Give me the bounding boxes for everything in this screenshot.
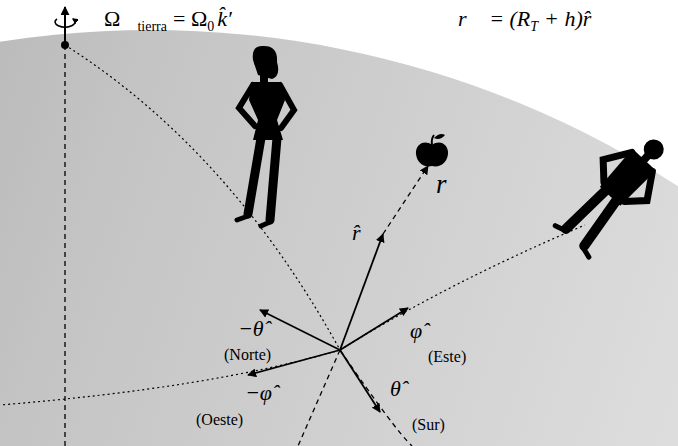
formula-part: 0 bbox=[207, 19, 214, 34]
vector-label: θ̂ bbox=[390, 376, 401, 401]
direction-label-group: (Este) bbox=[428, 342, 466, 368]
apple-icon bbox=[416, 134, 448, 166]
direction-label-group: (Norte) bbox=[224, 340, 271, 366]
vector-label-group: −θ̂ bbox=[238, 316, 264, 342]
vector-label-group: −φ̂ bbox=[245, 380, 272, 406]
formula-part: + h)r̂ bbox=[544, 6, 591, 31]
direction-label-group: (Oeste) bbox=[196, 405, 243, 431]
meridian-lower bbox=[340, 350, 412, 446]
formula-part-group: Ω⃗tierra = Ω0k̂′ bbox=[104, 6, 232, 32]
formula-part: k̂′ bbox=[217, 6, 232, 31]
direction-label: (Norte) bbox=[224, 346, 271, 363]
vector-label: −φ̂ bbox=[245, 380, 272, 405]
formula-part: r⃗ = (R bbox=[458, 6, 530, 31]
man-silhouette bbox=[548, 122, 678, 260]
formula-part: Ω⃗ bbox=[104, 6, 137, 31]
radial-dashed bbox=[298, 350, 340, 446]
minus-theta-vector bbox=[260, 310, 340, 350]
formula-part: T bbox=[530, 19, 538, 34]
vector-label: −θ̂ bbox=[238, 316, 264, 341]
vector-label: r⃗ bbox=[436, 169, 468, 199]
vector-label: φ̂ bbox=[410, 318, 422, 343]
parallel-east bbox=[340, 225, 585, 350]
formula-part-group: r⃗ = (RT + h)r̂ bbox=[458, 6, 591, 32]
parallel-west bbox=[0, 350, 340, 405]
phi-vector bbox=[340, 308, 408, 350]
meridian bbox=[65, 45, 340, 350]
direction-label: (Sur) bbox=[412, 416, 445, 433]
woman-silhouette bbox=[237, 46, 294, 226]
vector-label-group: θ̂ bbox=[390, 376, 401, 402]
r-hat-vector bbox=[340, 234, 383, 350]
direction-label-group: (Sur) bbox=[412, 410, 445, 436]
vector-label: r̂ bbox=[352, 220, 361, 245]
rotation-arrow bbox=[55, 19, 75, 27]
direction-label: (Este) bbox=[428, 348, 466, 365]
axis-dashed bbox=[64, 45, 65, 446]
earth-surface bbox=[0, 30, 678, 446]
vector-label-group: r̂ bbox=[352, 220, 361, 246]
formula-part: tierra bbox=[137, 19, 167, 34]
vector-label-group: r⃗ bbox=[436, 168, 468, 200]
vector-label-group: φ̂ bbox=[410, 318, 422, 344]
rotation-axis bbox=[64, 7, 66, 45]
direction-label: (Oeste) bbox=[196, 411, 243, 428]
formula-part: = Ω bbox=[173, 6, 207, 31]
position-vector bbox=[383, 166, 428, 234]
theta-vector bbox=[340, 350, 380, 412]
